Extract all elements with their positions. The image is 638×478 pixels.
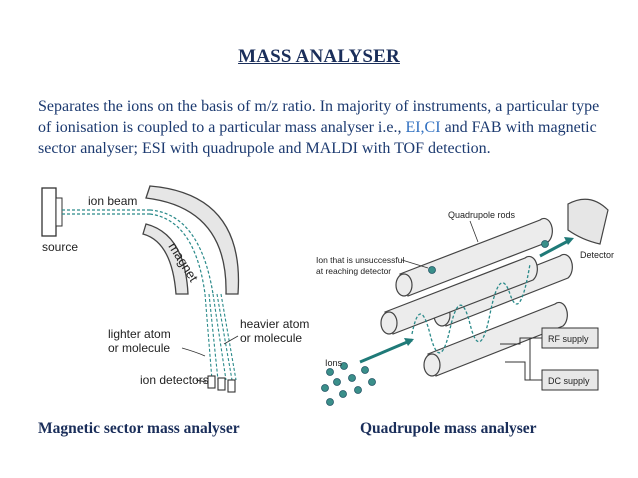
paragraph-text-1: Separates the ions on the basis of m/z r… bbox=[38, 98, 600, 136]
ion-detectors-shapes bbox=[207, 375, 236, 393]
source-box bbox=[41, 187, 57, 237]
pointer-lines bbox=[181, 335, 239, 383]
label-unsuccessful-1: Ion that is unsuccessful bbox=[316, 255, 404, 265]
label-unsuccessful-2: at reaching detector bbox=[316, 266, 391, 276]
ion-exit-arrow bbox=[539, 238, 571, 258]
label-quadrupole-rods: Quadrupole rods bbox=[448, 210, 516, 220]
ions-cluster bbox=[321, 240, 549, 406]
label-heavier-2: or molecule bbox=[240, 331, 302, 345]
label-ion-beam: ion beam bbox=[88, 194, 137, 208]
rods-pointer bbox=[469, 220, 479, 243]
ion-entry-arrowhead bbox=[404, 338, 414, 346]
source-aperture bbox=[55, 197, 63, 227]
label-rf-supply: RF supply bbox=[548, 334, 589, 344]
paragraph-text-2: and FAB with magnetic sector analyser; E… bbox=[38, 119, 597, 157]
label-dc-supply: DC supply bbox=[548, 376, 590, 386]
label-ions: Ions bbox=[325, 358, 343, 368]
label-lighter-1: lighter atom bbox=[108, 327, 171, 341]
quadrupole-rods-shapes bbox=[380, 217, 573, 377]
label-heavier-1: heavier atom bbox=[240, 317, 309, 331]
magnet-outer bbox=[145, 185, 240, 295]
ion-trajectory bbox=[411, 263, 531, 354]
paragraph-highlight: EI,CI bbox=[405, 119, 441, 136]
caption-magnetic-sector: Magnetic sector mass analyser bbox=[38, 420, 240, 437]
magnetic-sector-diagram: ion beam source magnet heavier atom or m… bbox=[41, 185, 309, 393]
magnet-inner bbox=[142, 223, 189, 295]
label-detector: Detector bbox=[580, 250, 614, 260]
ion-exit-arrowhead bbox=[564, 237, 574, 245]
caption-quadrupole: Quadrupole mass analyser bbox=[360, 420, 537, 437]
label-lighter-2: or molecule bbox=[108, 341, 170, 355]
supply-wires bbox=[500, 337, 542, 381]
diagrams: ion beam source magnet heavier atom or m… bbox=[41, 185, 614, 406]
ion-entry-arrow bbox=[359, 338, 413, 364]
dc-supply-box bbox=[541, 369, 599, 391]
ion-beam-path bbox=[62, 209, 214, 295]
quadrupole-diagram: Quadrupole rods Ion that is unsuccessful… bbox=[316, 198, 614, 406]
label-ion-detectors: ion detectors bbox=[140, 373, 209, 387]
detector-shape bbox=[567, 198, 609, 245]
unsuccessful-pointer bbox=[401, 259, 429, 269]
rf-supply-box bbox=[541, 327, 599, 349]
description-paragraph: Separates the ions on the basis of m/z r… bbox=[38, 96, 608, 159]
label-source: source bbox=[42, 240, 78, 254]
slide-title: MASS ANALYSER bbox=[238, 46, 400, 67]
split-beams bbox=[204, 293, 237, 381]
